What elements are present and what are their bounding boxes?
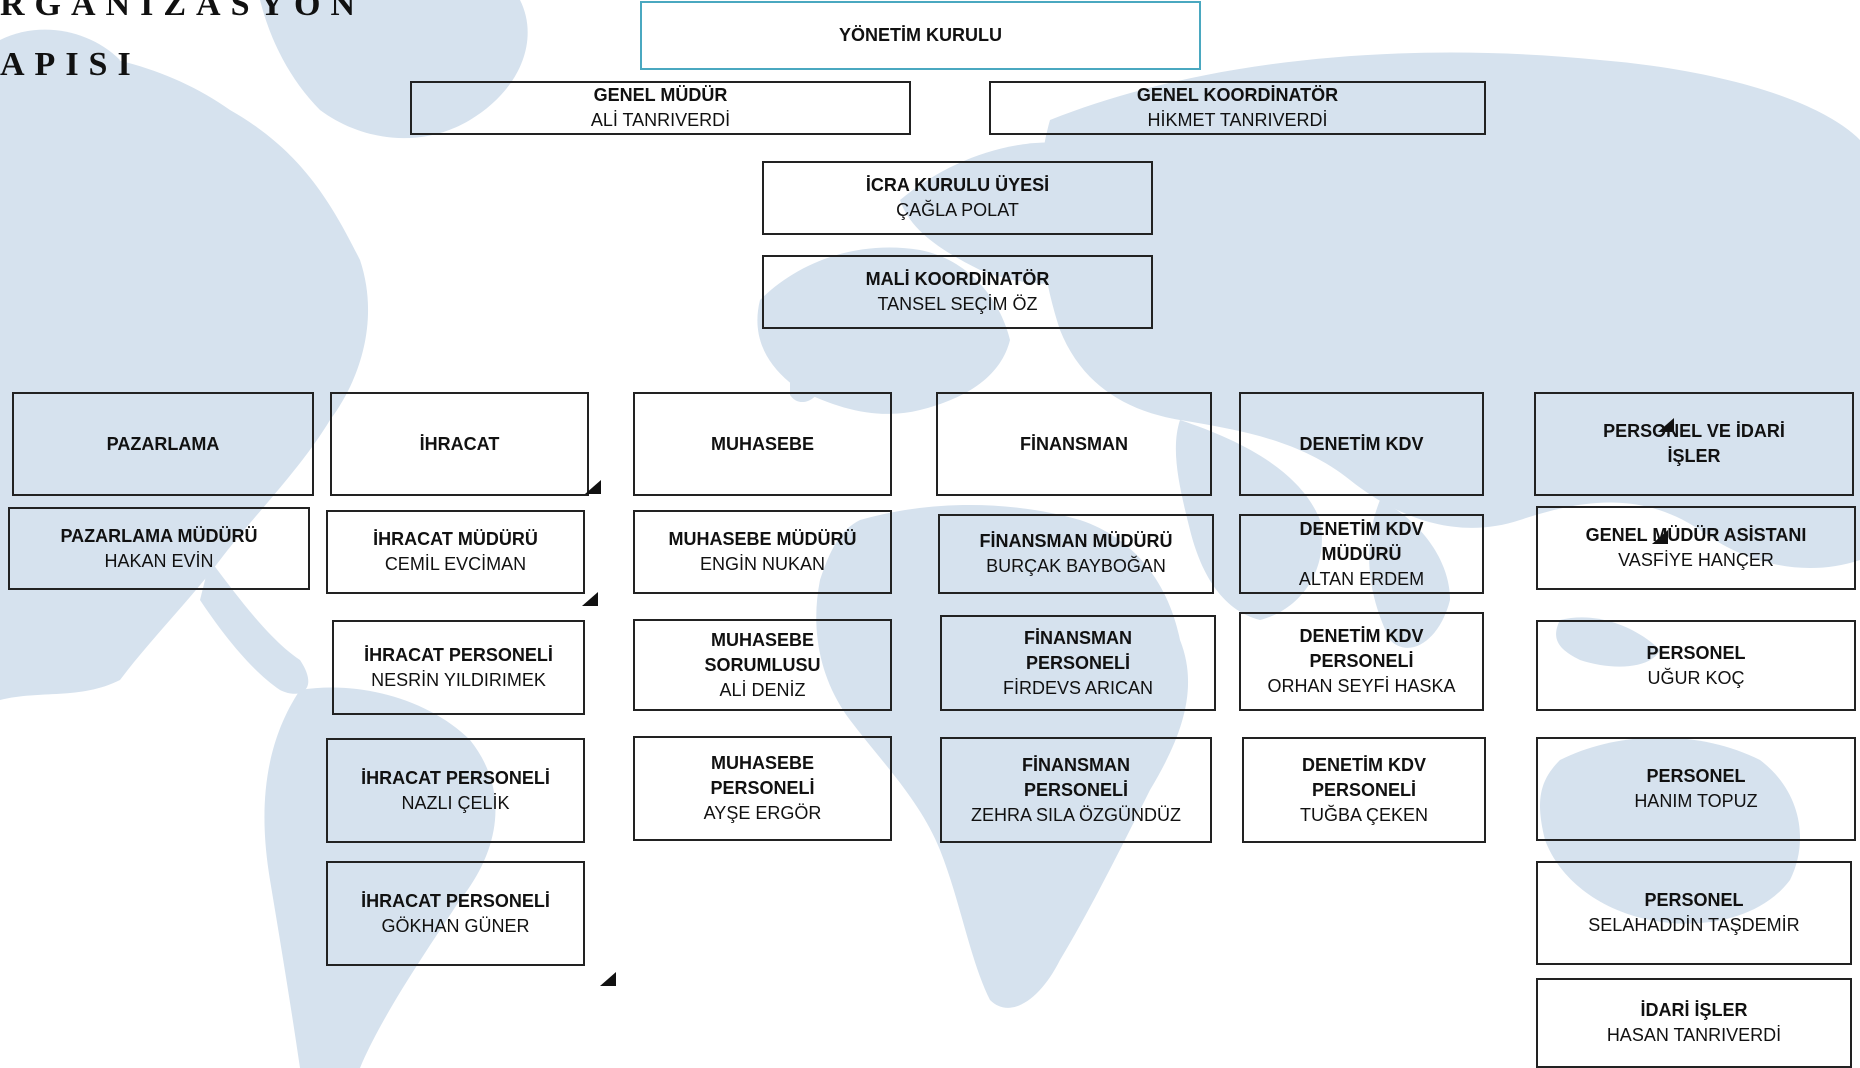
general-coordinator-title: GENEL KOORDİNATÖR bbox=[1136, 85, 1339, 105]
dept-label: MUHASEBE bbox=[710, 433, 814, 454]
staff-box: DENETİM KDV PERSONELİ TUĞBA ÇEKEN bbox=[1242, 737, 1486, 843]
staff-name: BURÇAK BAYBOĞAN bbox=[986, 556, 1166, 576]
staff-name: ORHAN SEYFİ HASKA bbox=[1267, 676, 1456, 696]
staff-title: MUHASEBE MÜDÜRÜ bbox=[668, 529, 857, 549]
staff-box: MUHASEBE MÜDÜRÜ ENGİN NUKAN bbox=[633, 510, 892, 594]
staff-name: NAZLI ÇELİK bbox=[401, 792, 510, 813]
arrow-icon bbox=[1652, 530, 1668, 544]
dept-label: PAZARLAMA bbox=[106, 433, 220, 454]
financial-coordinator-box: MALİ KOORDİNATÖR TANSEL SEÇİM ÖZ bbox=[762, 255, 1153, 329]
staff-title: MUHASEBE PERSONELİ bbox=[710, 753, 815, 798]
general-manager-name: ALİ TANRIVERDİ bbox=[590, 110, 731, 130]
staff-title: DENETİM KDV PERSONELİ bbox=[1301, 754, 1426, 800]
staff-title: İDARİ İŞLER bbox=[1640, 1000, 1748, 1020]
staff-box: FİNANSMAN PERSONELİ FİRDEVS ARICAN bbox=[940, 615, 1216, 711]
board-title: YÖNETİM KURULU bbox=[839, 25, 1002, 45]
executive-member-box: İCRA KURULU ÜYESİ ÇAĞLA POLAT bbox=[762, 161, 1153, 235]
dept-label: PERSONEL VE İDARİ İŞLER bbox=[1603, 421, 1785, 466]
general-coordinator-name: HİKMET TANRIVERDİ bbox=[1147, 110, 1328, 130]
executive-member-name: ÇAĞLA POLAT bbox=[896, 200, 1019, 220]
staff-name: ZEHRA SILA ÖZGÜNDÜZ bbox=[970, 804, 1182, 825]
dept-muhasebe: MUHASEBE bbox=[633, 392, 892, 496]
staff-title: İHRACAT PERSONELİ bbox=[364, 644, 553, 665]
staff-title: FİNANSMAN MÜDÜRÜ bbox=[979, 531, 1173, 551]
staff-box: PERSONEL HANIM TOPUZ bbox=[1536, 737, 1856, 841]
arrow-icon bbox=[585, 480, 601, 494]
dept-denetim: DENETİM KDV bbox=[1239, 392, 1484, 496]
dept-label: FİNANSMAN bbox=[1020, 433, 1128, 454]
staff-name: ALTAN ERDEM bbox=[1298, 568, 1425, 589]
financial-coordinator-name: TANSEL SEÇİM ÖZ bbox=[877, 294, 1038, 314]
staff-box: MUHASEBE SORUMLUSU ALİ DENİZ bbox=[633, 619, 892, 711]
dept-finansman: FİNANSMAN bbox=[936, 392, 1212, 496]
staff-box: PERSONEL SELAHADDİN TAŞDEMİR bbox=[1536, 861, 1852, 965]
dept-pazarlama: PAZARLAMA bbox=[12, 392, 314, 496]
financial-coordinator-title: MALİ KOORDİNATÖR bbox=[865, 269, 1050, 289]
executive-member-title: İCRA KURULU ÜYESİ bbox=[865, 175, 1050, 195]
staff-box: FİNANSMAN PERSONELİ ZEHRA SILA ÖZGÜNDÜZ bbox=[940, 737, 1212, 843]
staff-title: İHRACAT PERSONELİ bbox=[361, 890, 550, 911]
staff-box: GENEL MÜDÜR ASİSTANI VASFİYE HANÇER bbox=[1536, 506, 1856, 590]
staff-title: PERSONEL bbox=[1646, 642, 1746, 663]
staff-title: FİNANSMAN PERSONELİ bbox=[1024, 627, 1132, 673]
staff-name: TUĞBA ÇEKEN bbox=[1299, 804, 1429, 825]
staff-name: ENGİN NUKAN bbox=[699, 554, 825, 574]
board-box: YÖNETİM KURULU bbox=[640, 1, 1201, 70]
staff-box: PAZARLAMA MÜDÜRÜ HAKAN EVİN bbox=[8, 507, 310, 590]
staff-name: VASFİYE HANÇER bbox=[1618, 550, 1774, 570]
staff-box: İHRACAT PERSONELİ GÖKHAN GÜNER bbox=[326, 861, 585, 966]
staff-name: SELAHADDİN TAŞDEMİR bbox=[1588, 915, 1800, 935]
staff-box: MUHASEBE PERSONELİ AYŞE ERGÖR bbox=[633, 736, 892, 841]
staff-title: DENETİM KDV PERSONELİ bbox=[1299, 626, 1424, 671]
general-manager-title: GENEL MÜDÜR bbox=[593, 85, 728, 105]
dept-label: DENETİM KDV bbox=[1299, 433, 1424, 454]
staff-box: DENETİM KDV PERSONELİ ORHAN SEYFİ HASKA bbox=[1239, 612, 1484, 711]
staff-title: GENEL MÜDÜR ASİSTANI bbox=[1585, 525, 1807, 545]
dept-label: İHRACAT bbox=[419, 433, 500, 454]
staff-box: İHRACAT PERSONELİ NESRİN YILDIRIMEK bbox=[332, 620, 585, 715]
staff-title: MUHASEBE SORUMLUSU bbox=[704, 629, 821, 675]
dept-personel: PERSONEL VE İDARİ İŞLER bbox=[1534, 392, 1854, 496]
staff-box: İHRACAT PERSONELİ NAZLI ÇELİK bbox=[326, 738, 585, 843]
arrow-icon bbox=[1658, 418, 1674, 432]
staff-name: UĞUR KOÇ bbox=[1647, 667, 1745, 688]
arrow-icon bbox=[582, 592, 598, 606]
staff-title: PERSONEL bbox=[1646, 766, 1746, 786]
staff-title: DENETİM KDV MÜDÜRÜ bbox=[1299, 518, 1424, 564]
staff-title: İHRACAT PERSONELİ bbox=[361, 767, 550, 788]
staff-name: ALİ DENİZ bbox=[719, 679, 806, 700]
staff-name: CEMİL EVCİMAN bbox=[384, 554, 527, 574]
staff-name: GÖKHAN GÜNER bbox=[381, 915, 530, 936]
staff-box: FİNANSMAN MÜDÜRÜ BURÇAK BAYBOĞAN bbox=[938, 514, 1214, 594]
page-title-line2: APISI bbox=[0, 46, 141, 83]
staff-box: DENETİM KDV MÜDÜRÜ ALTAN ERDEM bbox=[1239, 514, 1484, 594]
staff-name: NESRİN YILDIRIMEK bbox=[371, 669, 546, 690]
staff-box: İHRACAT MÜDÜRÜ CEMİL EVCİMAN bbox=[326, 510, 585, 594]
staff-box: PERSONEL UĞUR KOÇ bbox=[1536, 620, 1856, 711]
staff-title: FİNANSMAN PERSONELİ bbox=[1022, 754, 1130, 800]
staff-title: İHRACAT MÜDÜRÜ bbox=[373, 529, 538, 549]
staff-name: HANIM TOPUZ bbox=[1634, 791, 1758, 811]
staff-box: İDARİ İŞLER HASAN TANRIVERDİ bbox=[1536, 978, 1852, 1068]
staff-name: FİRDEVS ARICAN bbox=[1002, 677, 1154, 698]
general-coordinator-box: GENEL KOORDİNATÖR HİKMET TANRIVERDİ bbox=[989, 81, 1486, 135]
general-manager-box: GENEL MÜDÜR ALİ TANRIVERDİ bbox=[410, 81, 911, 135]
dept-ihracat: İHRACAT bbox=[330, 392, 589, 496]
arrow-icon bbox=[600, 972, 616, 986]
staff-name: AYŞE ERGÖR bbox=[703, 803, 822, 823]
page-title-line1: RGANİZASYON bbox=[0, 0, 366, 23]
staff-name: HAKAN EVİN bbox=[104, 550, 214, 571]
staff-name: HASAN TANRIVERDİ bbox=[1606, 1025, 1782, 1045]
staff-title: PAZARLAMA MÜDÜRÜ bbox=[60, 525, 258, 546]
staff-title: PERSONEL bbox=[1644, 890, 1744, 910]
